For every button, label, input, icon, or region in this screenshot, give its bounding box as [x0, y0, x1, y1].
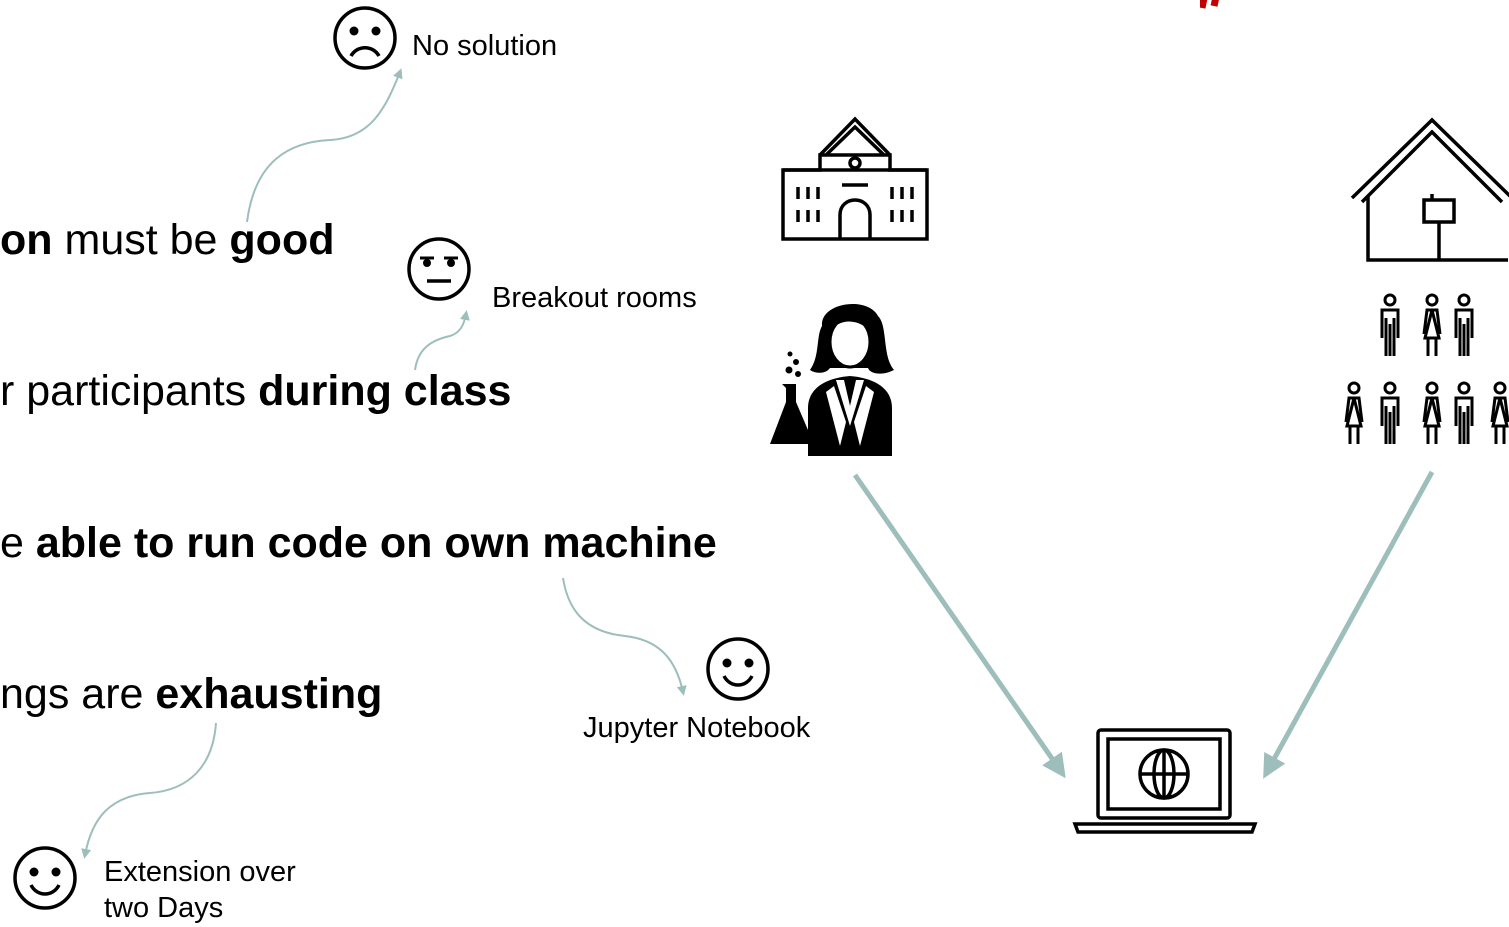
note-extension: Extension over two Days	[104, 856, 296, 925]
arrow-people-to-laptop	[1263, 470, 1435, 779]
laptop-globe-icon	[1072, 728, 1258, 834]
curve-arrow-extension	[81, 722, 217, 859]
sad-face-icon	[333, 6, 397, 70]
house-icon	[1350, 117, 1509, 262]
curve-arrow-breakout	[414, 310, 470, 371]
arrow-scientist-to-laptop	[852, 473, 1066, 779]
scientist-icon	[770, 303, 894, 456]
note-jupyter-notebook: Jupyter Notebook	[583, 712, 811, 744]
statement-3: e able to run code on own machine	[0, 519, 717, 567]
curve-arrow-jupyter	[562, 577, 687, 696]
statement-2: r participants during class	[0, 367, 512, 415]
happy-face-icon	[13, 846, 77, 910]
title-fragment-mark	[1200, 0, 1219, 9]
statement-1: on must be good	[0, 216, 335, 264]
statement-4: ngs are exhausting	[0, 670, 383, 718]
university-building-icon	[781, 116, 929, 241]
neutral-face-icon	[407, 237, 471, 301]
curve-arrow-no-solution	[246, 68, 403, 223]
people-group-icon	[1344, 293, 1509, 446]
note-breakout-rooms: Breakout rooms	[492, 282, 697, 314]
happy-face-icon	[706, 637, 770, 701]
note-no-solution: No solution	[412, 30, 558, 62]
